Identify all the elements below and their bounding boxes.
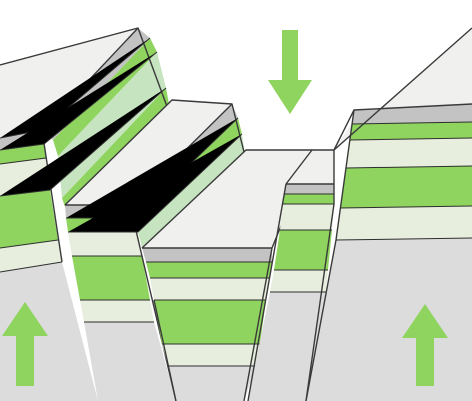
graben-pale-1 (150, 278, 270, 300)
graben-green-1 (146, 262, 272, 278)
upper-step-front-green-2 (72, 256, 150, 300)
narrow-grey (284, 184, 334, 194)
graben-grey (142, 248, 272, 262)
graben-pale-2 (162, 344, 260, 366)
left-layer-green-2 (0, 190, 58, 248)
right-green-1 (350, 122, 472, 140)
narrow-green-2 (274, 230, 332, 270)
narrow-pale-1 (280, 204, 334, 230)
right-green-2 (340, 166, 472, 208)
upper-step-front-pale (68, 232, 142, 256)
graben-base (168, 366, 256, 401)
narrow-green-1 (282, 194, 334, 204)
graben-green-2 (154, 300, 266, 344)
right-pale-1 (346, 138, 472, 168)
right-pale-2 (336, 206, 472, 240)
upper-step-front-pale-2 (80, 300, 154, 322)
narrow-pale-2 (270, 270, 328, 292)
